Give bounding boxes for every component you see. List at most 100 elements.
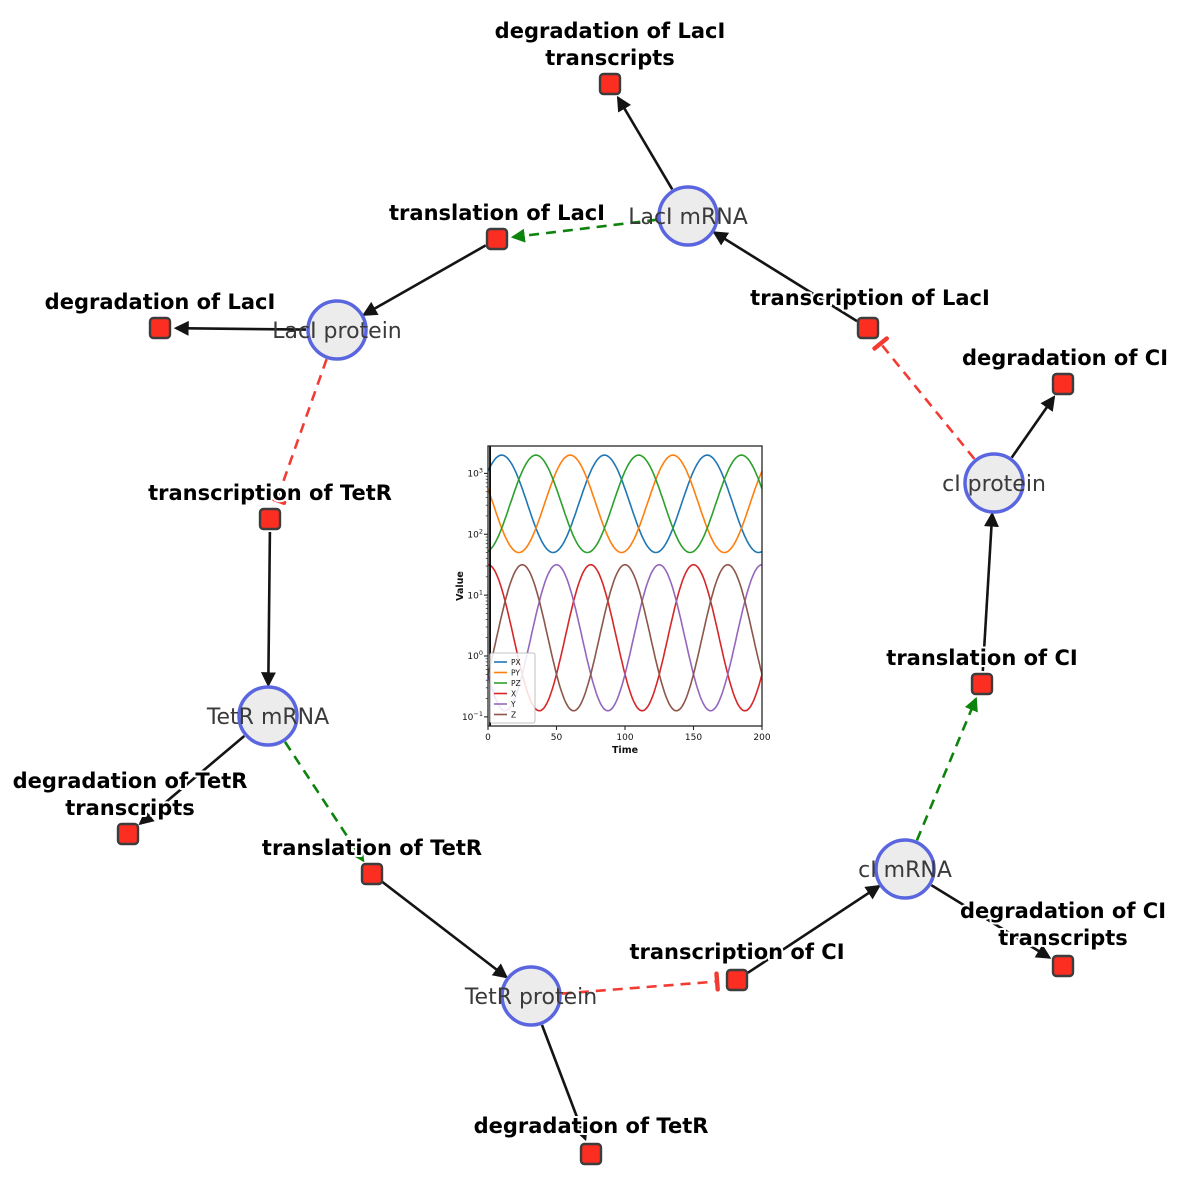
- reaction-square: [360, 862, 384, 886]
- species-node-ci_prot: cI protein: [942, 452, 1046, 514]
- edge-activation-ci_mrna-transl_ci: [915, 696, 978, 841]
- species-circle: [306, 299, 368, 361]
- x-tick-label: 200: [753, 733, 770, 743]
- x-tick-label: 50: [551, 733, 563, 743]
- reaction-node-deg_laci_tx: degradation of LacI transcripts: [493, 17, 727, 96]
- legend-box: [489, 652, 536, 724]
- x-tick-label: 0: [485, 733, 491, 743]
- reaction-node-txn_laci: transcription of LacI: [748, 284, 992, 340]
- species-label: cI mRNA: [858, 858, 952, 883]
- edge-production-transl_laci-laci_prot: [361, 244, 487, 316]
- legend-label-PZ: PZ: [511, 679, 521, 688]
- reaction-square: [258, 507, 282, 531]
- edge-inhibition-ci_prot-txn_laci: [881, 344, 976, 460]
- species-node-tetr_mrna: TetR mRNA: [206, 685, 329, 747]
- series-line-PX: [487, 454, 763, 554]
- reaction-label: degradation of TetR: [474, 1114, 709, 1138]
- species-node-tetr_prot: TetR protein: [464, 965, 597, 1027]
- reaction-label: translation of TetR: [262, 836, 482, 860]
- series-line-Y: [487, 563, 763, 712]
- species-label: cI protein: [942, 472, 1046, 497]
- species-circle: [657, 185, 719, 247]
- reaction-label: degradation of CI: [960, 899, 1166, 923]
- y-tick-label: 103: [467, 467, 483, 480]
- reaction-label: transcription of CI: [629, 940, 844, 964]
- y-tick-label: 102: [467, 527, 483, 540]
- reaction-label: degradation of CI: [962, 346, 1168, 370]
- reaction-square: [485, 227, 509, 251]
- legend-label-X: X: [511, 689, 516, 698]
- reaction-label: transcripts: [998, 926, 1128, 950]
- legend-label-PX: PX: [511, 658, 521, 667]
- edge-production-txn_laci-laci_mrna: [712, 231, 858, 323]
- reaction-square: [598, 72, 622, 96]
- reaction-node-deg_laci: degradation of LacI: [43, 288, 277, 340]
- reaction-node-transl_ci: translation of CI: [884, 644, 1080, 696]
- y-tick-label: 100: [467, 649, 483, 662]
- reaction-label: transcripts: [65, 796, 195, 820]
- edge-consumption-tetr_prot-deg_tetr: [540, 1024, 588, 1142]
- x-tick-label: 100: [616, 733, 633, 743]
- legend-label-Y: Y: [510, 700, 516, 709]
- reaction-label: translation of LacI: [389, 201, 605, 225]
- x-axis-label: Time: [612, 745, 638, 756]
- reaction-node-deg_tetr: degradation of TetR: [472, 1112, 710, 1166]
- series-line-Z: [487, 563, 763, 712]
- edge-production-txn_ci-ci_mrna: [747, 884, 881, 974]
- species-circle: [874, 838, 936, 900]
- species-label: TetR protein: [464, 985, 597, 1010]
- reaction-square: [579, 1142, 603, 1166]
- legend-label-Z: Z: [511, 710, 516, 719]
- reaction-square: [1051, 372, 1075, 396]
- species-label: LacI mRNA: [628, 205, 748, 230]
- edge-consumption-ci_mrna-deg_ci_tx: [930, 884, 1052, 959]
- reaction-node-txn_tetr: transcription of TetR: [146, 479, 394, 531]
- reaction-node-deg_tetr_tx: degradation of TetR transcripts: [11, 767, 249, 846]
- edge-activation-laci_mrna-transl_laci: [510, 218, 658, 243]
- reaction-square: [1051, 954, 1075, 978]
- edge-consumption-tetr_mrna-deg_tetr_tx: [138, 735, 246, 826]
- y-tick-label: 101: [467, 588, 483, 601]
- edge-activation-tetr_mrna-transl_tetr: [283, 741, 365, 863]
- species-node-laci_prot: LacI protein: [272, 299, 402, 361]
- reaction-label: transcription of LacI: [750, 286, 990, 310]
- reaction-label: degradation of LacI: [495, 19, 726, 43]
- reaction-label: translation of CI: [886, 646, 1077, 670]
- reaction-node-transl_laci: translation of LacI: [387, 199, 607, 251]
- reaction-label: degradation of LacI: [45, 290, 276, 314]
- species-circle: [500, 965, 562, 1027]
- reaction-label: transcripts: [545, 46, 675, 70]
- reaction-square: [856, 316, 880, 340]
- series-line-PY: [487, 454, 763, 554]
- species-circle: [963, 452, 1025, 514]
- reaction-label: degradation of TetR: [13, 769, 248, 793]
- reaction-node-deg_ci: degradation of CI: [960, 344, 1170, 396]
- species-label: TetR mRNA: [206, 705, 329, 730]
- edge-production-transl_ci-ci_prot: [981, 511, 999, 672]
- reaction-square: [148, 316, 172, 340]
- series-line-PZ: [487, 454, 763, 554]
- reaction-node-transl_tetr: translation of TetR: [260, 834, 484, 886]
- reaction-square: [116, 822, 140, 846]
- edge-consumption-laci_mrna-deg_laci_tx: [616, 95, 674, 190]
- reaction-node-deg_ci_tx: degradation of CI transcripts: [958, 897, 1168, 978]
- species-label: LacI protein: [272, 319, 402, 344]
- reaction-square: [970, 672, 994, 696]
- species-circle: [237, 685, 299, 747]
- y-tick-label: 10−1: [462, 710, 483, 723]
- reaction-label: transcription of TetR: [148, 481, 392, 505]
- legend-label-PY: PY: [511, 668, 520, 677]
- edge-inhibition-laci_prot-txn_tetr: [277, 358, 328, 500]
- species-node-laci_mrna: LacI mRNA: [628, 185, 748, 247]
- edge-production-transl_tetr-tetr_prot: [381, 880, 509, 979]
- species-node-ci_mrna: cI mRNA: [858, 838, 952, 900]
- edge-inhibition-tetr_prot-txn_ci: [561, 982, 717, 995]
- reaction-node-txn_ci: transcription of CI: [627, 938, 847, 992]
- edge-consumption-ci_prot-deg_ci: [1010, 395, 1056, 459]
- edge-consumption-laci_prot-deg_laci: [173, 320, 307, 336]
- edge-production-txn_tetr-tetr_mrna: [260, 531, 276, 688]
